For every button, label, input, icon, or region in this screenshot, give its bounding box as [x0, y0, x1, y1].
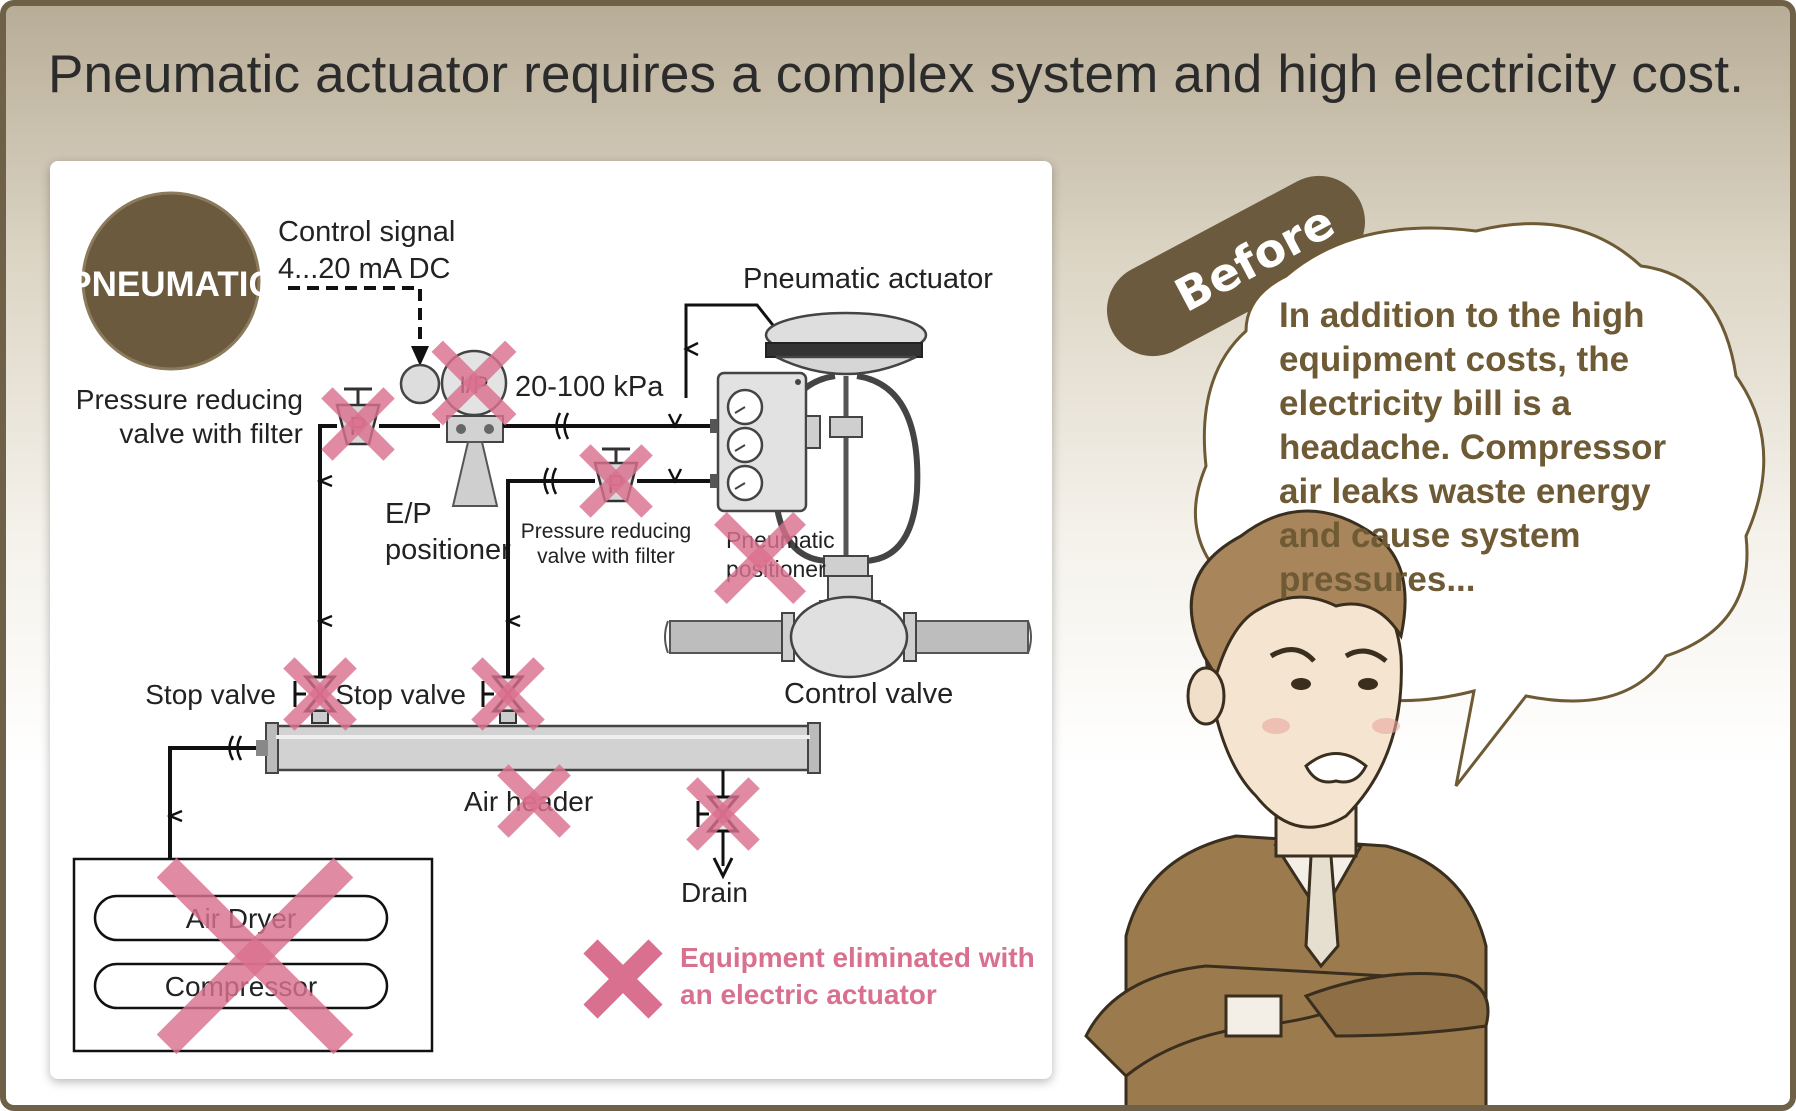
pipeline-left — [669, 620, 783, 654]
pneumatic-badge-label: PNEUMATIC — [68, 265, 273, 304]
diagram-panel: PNEUMATIC Control signal 4...20 mA DC I/… — [50, 161, 1052, 1079]
page-title: Pneumatic actuator requires a complex sy… — [48, 45, 1745, 104]
stop-valve-label-2: Stop valve — [335, 679, 466, 710]
air-header-pipe — [266, 724, 820, 772]
x-mark-dryer-compressor — [156, 857, 354, 1055]
control-signal-label: Control signal — [278, 216, 455, 248]
x-mark-prv-mid — [579, 444, 653, 518]
pneumatic-system-diagram: PNEUMATIC Control signal 4...20 mA DC I/… — [68, 191, 1035, 1055]
legend-text-1: Equipment eliminated with — [680, 942, 1035, 973]
x-mark-air-header — [497, 764, 571, 838]
stop-valve-label-1: Stop valve — [145, 679, 276, 710]
speech-line: electricity bill is a — [1279, 384, 1571, 423]
worried-man-illustration — [1084, 509, 1490, 1105]
control-signal-value: 4...20 mA DC — [278, 253, 450, 285]
x-mark-stop-valve-mid — [471, 657, 545, 731]
x-mark-pneumatic-positioner — [714, 512, 806, 604]
before-illustration: Before — [1084, 175, 1766, 1105]
pipeline-right — [915, 620, 1029, 654]
speech-line: equipment costs, the — [1279, 340, 1630, 379]
speech-text: In addition to the high equipment costs,… — [1279, 294, 1679, 602]
control-valve-body — [789, 595, 909, 679]
speech-line: pressures... — [1279, 560, 1476, 599]
ep-label-2: positioner — [385, 534, 511, 566]
prv-left-label-2: valve with filter — [119, 418, 303, 449]
legend-x-icon — [583, 939, 663, 1019]
x-mark-prv-left — [321, 387, 395, 461]
speech-line: air leaks waste energy — [1279, 472, 1651, 511]
signal-arrow — [411, 346, 429, 366]
legend-text-2: an electric actuator — [680, 979, 937, 1010]
ep-positioner-body — [451, 441, 499, 507]
signal-line — [288, 286, 422, 351]
drain-label: Drain — [681, 877, 748, 908]
pipe-mid-riser — [506, 479, 595, 717]
x-mark-drain-valve — [686, 777, 760, 851]
speech-line: headache. Compressor — [1279, 428, 1667, 467]
actuator-tube — [684, 303, 778, 398]
actuator-flange — [765, 342, 923, 358]
prv-mid-label-2: valve with filter — [537, 545, 675, 568]
pneumatic-badge — [83, 193, 259, 369]
x-mark-stop-valve-left — [283, 657, 357, 731]
eliminated-marks — [156, 340, 806, 1055]
gauge-small — [399, 363, 441, 405]
control-valve-label: Control valve — [784, 678, 953, 710]
x-mark-ip-converter — [431, 340, 517, 426]
pressure-value: 20-100 kPa — [515, 371, 664, 403]
speech-line: and cause system — [1279, 516, 1581, 555]
prv-mid-label-1: Pressure reducing — [521, 520, 691, 543]
speech-line: In addition to the high — [1279, 296, 1645, 335]
ep-label-1: E/P — [385, 498, 432, 530]
prv-left-label-1: Pressure reducing — [76, 384, 303, 415]
pneumatic-actuator-label: Pneumatic actuator — [743, 263, 993, 295]
